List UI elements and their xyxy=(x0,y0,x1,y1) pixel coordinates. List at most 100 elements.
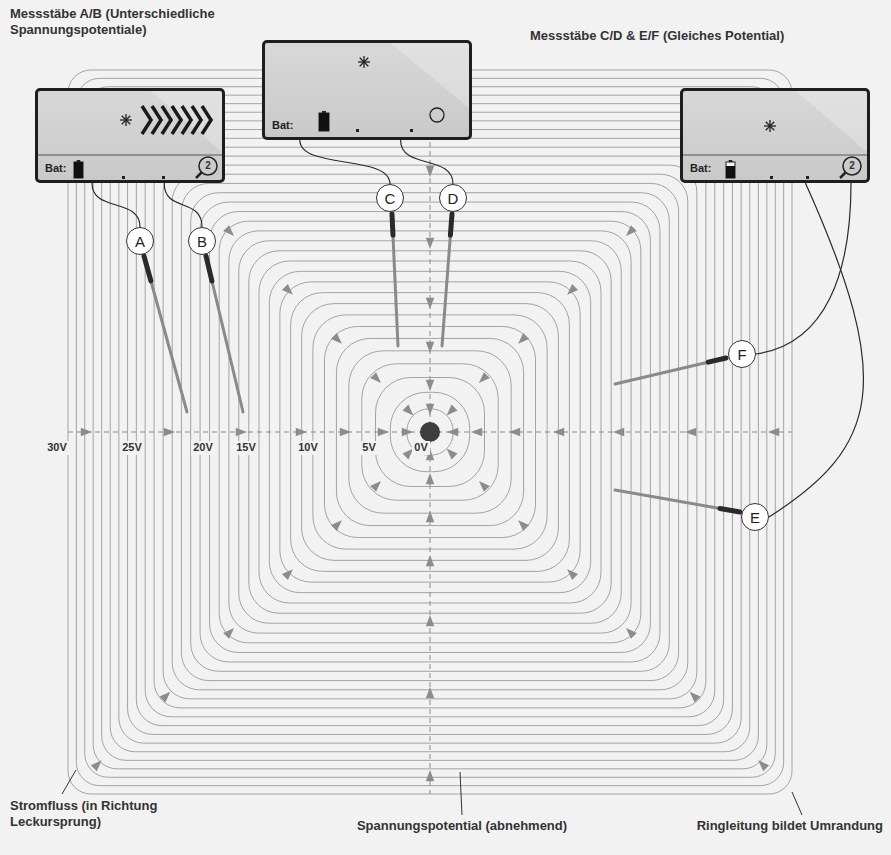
equipotential-ring xyxy=(269,271,590,592)
equipotential-ring xyxy=(219,221,641,643)
battery-icon xyxy=(726,162,735,178)
current-arrow xyxy=(403,405,414,416)
equipotential-ring xyxy=(362,364,498,500)
current-arrow xyxy=(447,405,458,416)
equipotential-ring xyxy=(313,315,547,549)
current-arrow xyxy=(447,428,458,436)
indicator-dot xyxy=(356,129,359,132)
current-arrow xyxy=(223,628,234,639)
screen-glare xyxy=(149,89,224,154)
probe-label: D xyxy=(439,184,467,212)
current-arrow xyxy=(426,298,434,309)
equipotential-ring xyxy=(163,165,697,699)
probe-shaft xyxy=(615,490,740,512)
current-arrow xyxy=(518,520,529,531)
probe-handle xyxy=(708,358,726,362)
current-arrow xyxy=(758,760,769,771)
current-arrow xyxy=(479,481,490,492)
indicator-dot xyxy=(122,176,125,179)
meter-divider xyxy=(681,155,869,156)
probe-letter: E xyxy=(750,509,760,526)
magnifier-icon xyxy=(843,157,861,175)
equipotential-ring xyxy=(128,130,733,735)
current-arrow xyxy=(370,372,381,383)
signal-chevron xyxy=(202,106,211,134)
leader-line xyxy=(460,772,462,815)
measuring-device: Bat: xyxy=(35,88,225,183)
probe-letter: B xyxy=(197,233,207,250)
probe-shaft xyxy=(206,256,243,412)
indicator-circle xyxy=(430,108,444,122)
current-arrow xyxy=(426,615,434,626)
current-arrow xyxy=(340,428,351,436)
current-arrow xyxy=(426,555,434,566)
probe-wire xyxy=(92,183,140,227)
light-icon xyxy=(122,116,130,124)
current-arrow xyxy=(426,380,434,391)
battery-icon xyxy=(319,113,329,131)
battery-level xyxy=(74,162,83,178)
current-arrow xyxy=(518,333,529,344)
battery-level xyxy=(726,166,735,178)
indicator-dot xyxy=(162,176,165,179)
current-arrow xyxy=(81,428,92,436)
screen-glare xyxy=(388,41,471,110)
current-arrow xyxy=(690,692,701,703)
current-arrow xyxy=(613,428,624,436)
current-arrow xyxy=(378,428,389,436)
current-arrow xyxy=(159,692,170,703)
equipotential-ring xyxy=(390,392,469,471)
current-arrow xyxy=(471,428,482,436)
probe-shaft xyxy=(392,214,398,346)
current-arrow xyxy=(282,569,293,580)
current-arrow xyxy=(331,520,342,531)
light-icon xyxy=(766,122,774,130)
current-arrow xyxy=(91,760,102,771)
current-arrow xyxy=(426,238,434,249)
light-icon xyxy=(360,58,368,66)
current-arrow xyxy=(370,481,381,492)
current-arrow xyxy=(426,342,434,353)
indicator-dot xyxy=(806,176,809,179)
probe-wire xyxy=(164,183,202,227)
current-arrow xyxy=(685,428,696,436)
screen-glare xyxy=(794,89,869,154)
equipotential-ring xyxy=(229,231,631,633)
probe-letter: A xyxy=(135,233,145,250)
signal-chevron xyxy=(142,106,151,134)
battery-label: Bat: xyxy=(272,119,293,131)
probe-handle xyxy=(206,256,212,281)
leader-line xyxy=(62,770,76,794)
current-arrow xyxy=(296,428,307,436)
probe-wire xyxy=(300,140,390,184)
caption-note: Ringleitung bildet Umrandung xyxy=(695,818,885,834)
probe-label: A xyxy=(126,227,154,255)
leak-source xyxy=(420,422,440,442)
current-arrow xyxy=(282,284,293,295)
caption-note: Stromfluss (in Richtung Leckursprung) xyxy=(8,798,187,831)
magnifier-icon xyxy=(840,173,846,179)
probe-letter: D xyxy=(448,190,459,207)
heading-text: Messstäbe C/D & E/F (Gleiches Potential) xyxy=(528,28,872,44)
current-arrow xyxy=(236,428,247,436)
current-arrow xyxy=(426,404,434,415)
measuring-device: Bat: xyxy=(680,88,870,183)
probe-handle xyxy=(450,214,452,235)
equipotential-ring xyxy=(249,251,611,613)
current-arrow xyxy=(426,473,434,484)
current-arrow xyxy=(426,511,434,522)
indicator-dot xyxy=(770,176,773,179)
current-arrow xyxy=(626,628,637,639)
probe-label: E xyxy=(741,503,769,531)
current-arrow xyxy=(768,428,779,436)
probe-shaft xyxy=(442,214,452,346)
equipotential-ring xyxy=(181,183,678,680)
voltage-value: 10V xyxy=(296,441,320,455)
probe-wire xyxy=(756,183,851,354)
probe-label: C xyxy=(376,184,404,212)
voltage-value: 25V xyxy=(120,441,144,455)
meter-divider xyxy=(36,155,224,156)
probe-handle xyxy=(720,508,740,512)
battery-label: Bat: xyxy=(45,162,66,174)
